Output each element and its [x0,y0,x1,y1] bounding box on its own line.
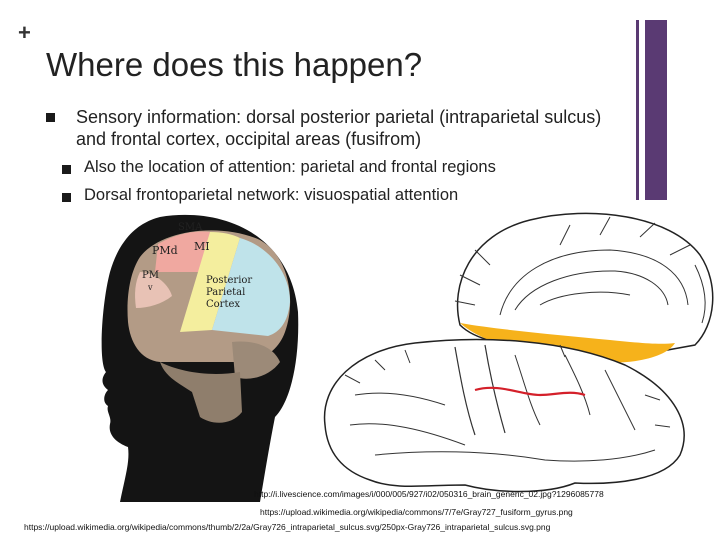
head-brain-image: SMA PMd MI Posterior Parietal Cortex PM … [101,214,299,502]
label-m1: MI [194,240,210,253]
label-ppc-1: Posterior [206,275,252,286]
label-ppc-3: Cortex [206,299,240,310]
plus-decoration-icon: + [18,20,31,45]
credit-1: http://i.livescience.com/images/i/000/00… [254,489,604,499]
label-pmv-sub: v [147,283,153,292]
bullet-square-icon [62,193,71,202]
label-ppc-2: Parietal [206,287,245,298]
slide-title: Where does this happen? [46,46,423,83]
accent-bar-thick [645,20,667,200]
label-pmv: PM [142,270,159,281]
credit-2: https://upload.wikimedia.org/wikipedia/c… [260,507,573,517]
medial-brain-diagram [454,212,714,363]
label-sma: SMA [178,222,203,233]
label-pmd: PMd [152,244,178,257]
lateral-brain-diagram [323,338,685,493]
main-bullet-text: Sensory information: dorsal posterior pa… [76,107,602,149]
sub-bullet-1: Also the location of attention: parietal… [84,158,496,176]
credit-3: https://upload.wikimedia.org/wikipedia/c… [24,522,551,532]
sub-bullet-2: Dorsal frontoparietal network: visuospat… [84,186,459,204]
accent-bar-thin [636,20,639,200]
bullet-square-icon [46,113,55,122]
bullet-square-icon [62,165,71,174]
